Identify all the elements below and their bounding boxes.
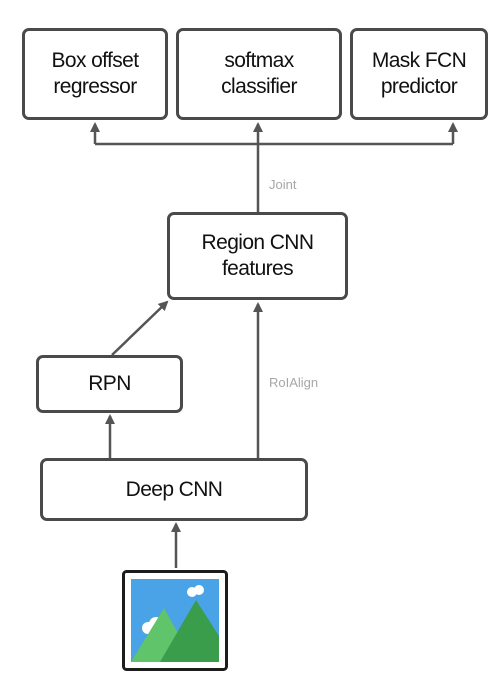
region-cnn-features-node: Region CNN features bbox=[167, 212, 348, 300]
image-icon bbox=[122, 570, 228, 671]
arrow-rpn-to-region bbox=[111, 300, 169, 356]
rpn-node: RPN bbox=[36, 355, 183, 413]
deep-cnn-node: Deep CNN bbox=[40, 458, 308, 521]
joint-edge-label: Joint bbox=[269, 177, 297, 192]
region-cnn-features-label: Region CNN features bbox=[201, 231, 314, 280]
deep-cnn-label: Deep CNN bbox=[125, 477, 223, 501]
mask-fcn-predictor-label: Mask FCN predictor bbox=[371, 49, 467, 98]
mask-fcn-predictor-node: Mask FCN predictor bbox=[350, 28, 488, 120]
softmax-classifier-label: softmax classifier bbox=[221, 49, 297, 98]
box-offset-regressor-node: Box offset regressor bbox=[22, 28, 168, 120]
box-offset-regressor-label: Box offset regressor bbox=[51, 49, 139, 98]
softmax-classifier-node: softmax classifier bbox=[176, 28, 342, 120]
roialign-edge-label: RoIAlign bbox=[269, 375, 319, 390]
rpn-label: RPN bbox=[88, 372, 131, 396]
